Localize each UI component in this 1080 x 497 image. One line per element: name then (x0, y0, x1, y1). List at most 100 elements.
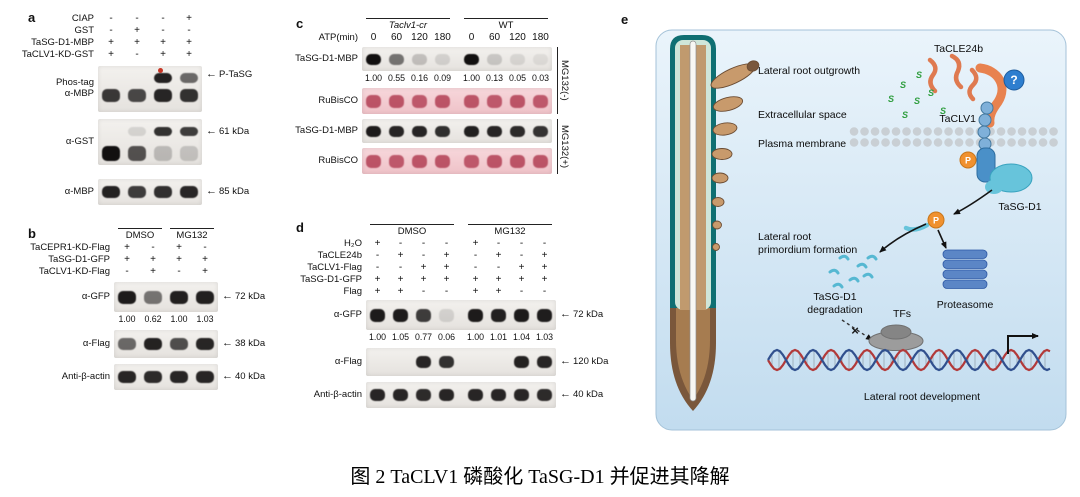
label-plasma-membrane: Plasma membrane (758, 138, 846, 150)
arrow-release (953, 189, 993, 215)
protein-band (389, 53, 404, 65)
protein-band (170, 338, 188, 350)
condition-value: - (444, 237, 449, 249)
protein-band (128, 145, 146, 161)
condition-row: TaCLV1-Flag--++--++ (286, 261, 598, 273)
protein-band (435, 53, 450, 65)
blot-label: α-GFP (333, 308, 362, 320)
blot-image (366, 300, 556, 330)
annotation-text: 72 kDa (235, 291, 266, 302)
protein-band (154, 186, 172, 198)
blot-label: Phos-tag α-MBP (55, 77, 94, 99)
condition-value: - (519, 249, 524, 261)
figure-caption: 图 2 TaCLV1 磷酸化 TaSG-D1 并促进其降解 (350, 466, 730, 488)
protein-band (533, 125, 548, 137)
blot-image (114, 282, 218, 312)
kda-annotation: ←40 kDa (222, 371, 265, 383)
label-tasg-d1: TaSG-D1 (998, 201, 1041, 213)
protein-band (366, 53, 381, 65)
condition-value: + (124, 241, 130, 253)
protein-band (154, 127, 172, 137)
blot-image (98, 66, 202, 112)
protein-band (435, 94, 450, 108)
blot-annotation: ←40 kDa (560, 382, 630, 408)
blot-label: RuBisCO (318, 154, 358, 166)
cell-background (655, 29, 1067, 431)
condition-value: + (150, 265, 156, 277)
protein-band (180, 127, 198, 137)
lateral-root-tip (746, 60, 760, 72)
condition-value: - (375, 261, 380, 273)
condition-value: + (124, 253, 130, 265)
panel-e-letter: e (621, 12, 629, 27)
protein-band (170, 290, 188, 304)
blot-label: α-MBP (64, 185, 94, 197)
blot-annotation: ←120 kDa (560, 348, 630, 376)
quant-value: 1.01 (489, 331, 508, 342)
condition-value: + (374, 285, 381, 297)
s-residue: S (940, 106, 946, 116)
left-arrow-icon: ← (560, 355, 571, 367)
left-arrow-icon: ← (222, 337, 233, 349)
protein-band (533, 154, 548, 168)
quant-value: 0.62 (144, 313, 162, 324)
blot-row: Anti-β-actin←40 kDa (286, 382, 603, 408)
condition-value: + (397, 273, 404, 285)
flow-arrows (879, 189, 993, 253)
quant-value: 0.03 (531, 72, 550, 83)
protein-band (393, 308, 408, 322)
protein-band (514, 308, 529, 322)
condition-value: + (420, 261, 427, 273)
blot-annotation: ←85 kDa (206, 179, 276, 205)
protein-band (487, 53, 502, 65)
protein-band (416, 389, 431, 401)
condition-label: TaSG-D1-GFP (300, 273, 362, 285)
protein-band (510, 94, 525, 108)
protein-band (366, 94, 381, 108)
arrow-to-fragments (879, 223, 927, 253)
quant-value: 0.13 (485, 72, 504, 83)
protein-band (389, 94, 404, 108)
question-mark: ? (1010, 73, 1017, 87)
protein-band (537, 308, 552, 322)
condition-value: - (542, 237, 547, 249)
condition-value: + (160, 36, 166, 48)
panel-a-letter: a (28, 10, 36, 25)
degraded-fragments (828, 254, 878, 289)
protein-band (514, 356, 529, 368)
condition-value: - (109, 12, 113, 24)
condition-value: - (398, 261, 403, 273)
blot-row: RuBisCO (286, 88, 598, 114)
condition-value: + (186, 12, 192, 24)
label-taclv1: TaCLV1 (939, 113, 976, 125)
annotation-text: 61 kDa (219, 125, 250, 137)
protein-band (439, 308, 454, 322)
condition-value: + (134, 36, 140, 48)
quant-value: 1.00 (368, 331, 387, 342)
left-arrow-icon: ← (206, 124, 217, 137)
phospho-label: P (933, 216, 939, 226)
protein-band (196, 371, 214, 383)
blot-row: Phos-tag α-MBP ←P-TaSG (18, 66, 280, 112)
protein-band (144, 338, 162, 350)
dna-helix (767, 348, 1051, 372)
s-residue: S (916, 70, 922, 80)
blocked-cross: × (851, 323, 859, 338)
condition-value: - (203, 241, 207, 253)
protein-band (416, 356, 431, 368)
condition-value: 60 (390, 31, 403, 43)
quant-value: 1.00 (466, 331, 485, 342)
kda-annotation: ←P-TaSG (206, 69, 252, 81)
blot-annotation: ←72 kDa (222, 282, 292, 312)
protein-band (464, 94, 479, 108)
protein-band (487, 125, 502, 137)
protein-band (144, 371, 162, 383)
quant-value: 0.05 (508, 72, 527, 83)
mg132-side-label: MG132(+) (557, 119, 570, 174)
lateral-root-primordia (710, 60, 760, 251)
quant-value: 0.77 (414, 331, 433, 342)
condition-value: + (518, 273, 525, 285)
